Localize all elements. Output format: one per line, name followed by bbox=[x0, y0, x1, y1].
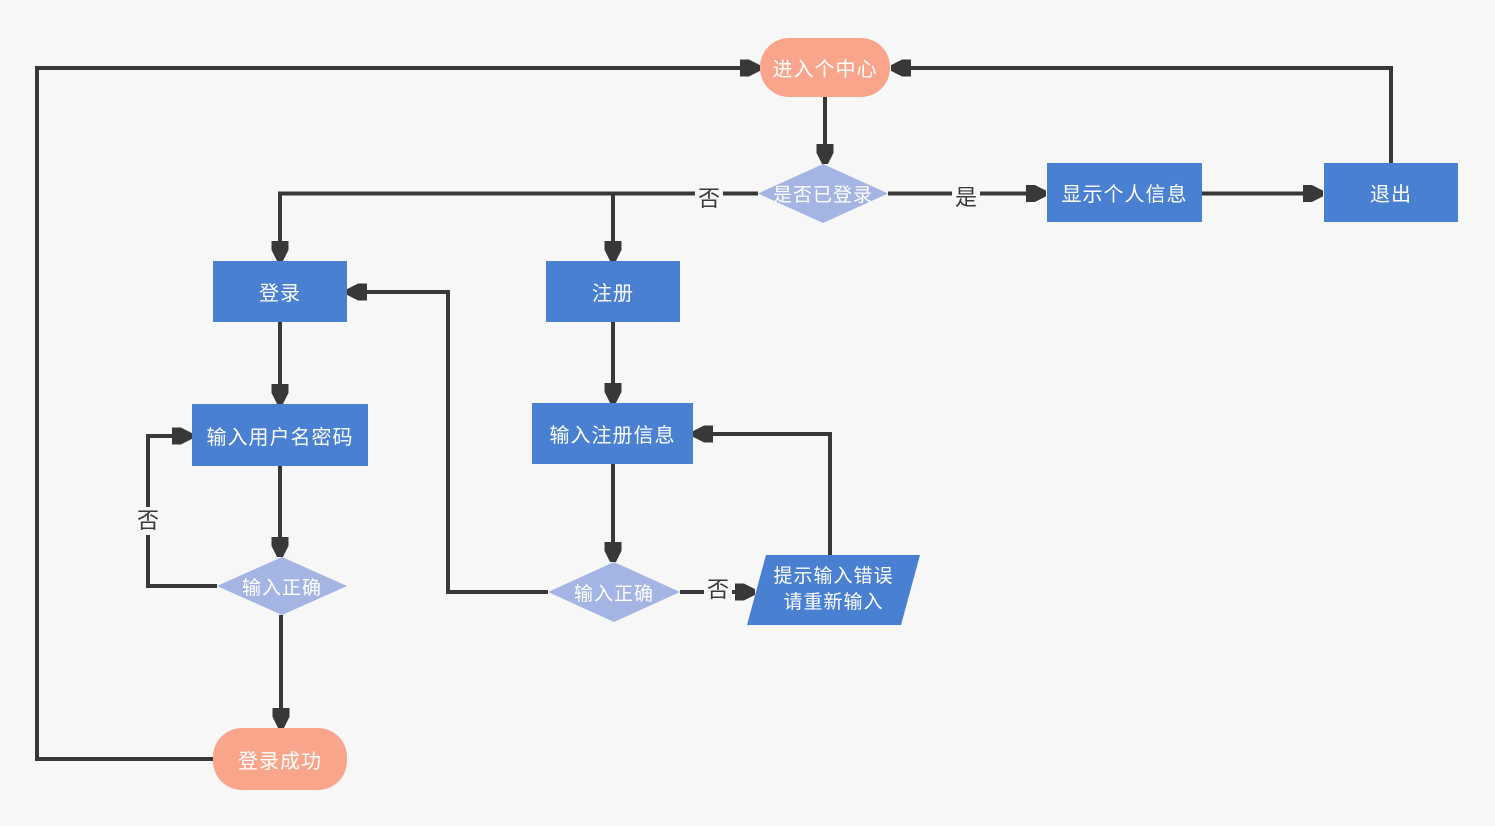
node-input-register-info-label: 输入注册信息 bbox=[549, 425, 676, 447]
node-error-prompt-line2: 请重新输入 bbox=[783, 592, 884, 613]
node-login-label: 登录 bbox=[259, 283, 301, 305]
node-login[interactable]: 登录 bbox=[213, 261, 347, 322]
node-show-profile[interactable]: 显示个人信息 bbox=[1047, 163, 1202, 222]
edge-error-to-inputreg bbox=[698, 434, 832, 555]
edge-regcorrect-to-login bbox=[352, 292, 548, 594]
node-logout-label: 退出 bbox=[1370, 184, 1412, 206]
node-is-logged-in-label: 是否已登录 bbox=[772, 185, 873, 206]
node-register-label: 注册 bbox=[592, 283, 634, 305]
node-enter-personal-center[interactable]: 进入个中心 bbox=[760, 38, 890, 97]
node-show-profile-label: 显示个人信息 bbox=[1061, 184, 1188, 206]
node-input-register-info[interactable]: 输入注册信息 bbox=[532, 403, 693, 464]
edge-label-no-logged-in: 否 bbox=[694, 185, 724, 213]
node-login-input-correct-label: 输入正确 bbox=[241, 577, 322, 599]
node-input-credentials[interactable]: 输入用户名密码 bbox=[192, 404, 368, 466]
node-input-credentials-label: 输入用户名密码 bbox=[206, 426, 354, 449]
edge-label-no-register-incorrect: 否 bbox=[703, 576, 733, 604]
node-login-success-label: 登录成功 bbox=[238, 750, 322, 773]
node-enter-personal-center-label: 进入个中心 bbox=[772, 59, 878, 81]
node-register[interactable]: 注册 bbox=[546, 261, 680, 322]
edge-success-to-start bbox=[35, 68, 755, 761]
edge-logout-to-start bbox=[896, 68, 1393, 163]
node-error-prompt[interactable]: 提示输入错误 请重新输入 bbox=[747, 555, 920, 625]
node-logout[interactable]: 退出 bbox=[1324, 163, 1458, 222]
edge-islogged-no-to-login bbox=[280, 191, 758, 257]
node-login-success[interactable]: 登录成功 bbox=[213, 728, 347, 790]
edge-label-yes: 是 bbox=[951, 184, 981, 212]
node-register-input-correct-label: 输入正确 bbox=[573, 583, 654, 605]
edge-label-no-login-incorrect: 否 bbox=[133, 507, 163, 535]
node-error-prompt-line1: 提示输入错误 bbox=[773, 566, 894, 587]
